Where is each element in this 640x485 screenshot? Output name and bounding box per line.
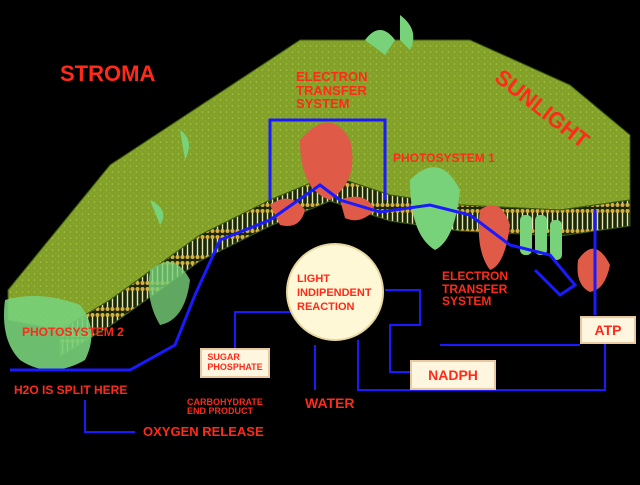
atp-label: ATP bbox=[595, 322, 622, 338]
water-label: WATER bbox=[305, 396, 355, 411]
carbohydrate-end-product-label: CARBOHYDRATE END PRODUCT bbox=[187, 398, 263, 417]
sugar-phosphate-label: SUGAR PHOSPHATE bbox=[207, 353, 262, 373]
nadph-box: NADPH bbox=[410, 360, 496, 390]
electron-transfer-system-right-label: ELECTRON TRANSFER SYSTEM bbox=[442, 270, 508, 308]
light-independent-reaction-label: LIGHT INDIPENDENT REACTION bbox=[297, 273, 372, 314]
photosystem-2-label: PHOTOSYSTEM 2 bbox=[22, 326, 124, 339]
stroma-label: STROMA bbox=[60, 62, 155, 85]
oxygen-release-label: OXYGEN RELEASE bbox=[143, 425, 264, 439]
photosystem-1-label: PHOTOSYSTEM 1 bbox=[393, 152, 495, 165]
atp-box: ATP bbox=[580, 316, 636, 344]
h2o-split-label: H2O IS SPLIT HERE bbox=[14, 384, 127, 397]
nadph-label: NADPH bbox=[428, 367, 478, 383]
sugar-phosphate-box: SUGAR PHOSPHATE bbox=[200, 348, 270, 378]
electron-transfer-system-top-label: ELECTRON TRANSFER SYSTEM bbox=[296, 70, 368, 111]
photosystem-1-protein bbox=[410, 167, 460, 250]
